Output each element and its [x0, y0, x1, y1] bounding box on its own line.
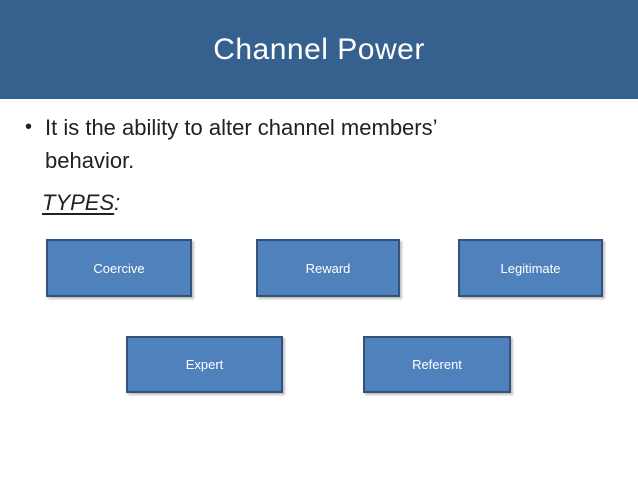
power-type-box-coercive: Coercive	[46, 239, 192, 297]
power-type-box-referent: Referent	[363, 336, 511, 393]
types-heading-word: TYPES	[42, 190, 115, 215]
types-heading-colon: :	[114, 190, 121, 215]
power-type-label: Expert	[185, 357, 224, 372]
bullet-text: It is the ability to alter channel membe…	[45, 111, 438, 177]
power-type-label: Legitimate	[500, 260, 561, 276]
slide-title: Channel Power	[213, 32, 425, 66]
power-type-label: Coercive	[93, 260, 145, 276]
power-type-box-legitimate: Legitimate	[458, 239, 603, 297]
bullet-text-line-1: It is the ability to alter channel membe…	[45, 115, 438, 140]
power-type-label: Referent	[412, 357, 462, 372]
slide-title-bar: Channel Power	[0, 0, 638, 99]
power-type-box-expert: Expert	[126, 336, 283, 393]
bullet-marker: •	[25, 116, 33, 138]
power-type-box-reward: Reward	[256, 239, 400, 297]
bullet-item: • It is the ability to alter channel mem…	[25, 111, 438, 177]
bullet-text-line-2: behavior.	[45, 148, 135, 173]
power-type-label: Reward	[305, 260, 351, 276]
types-heading: TYPES:	[42, 190, 120, 216]
